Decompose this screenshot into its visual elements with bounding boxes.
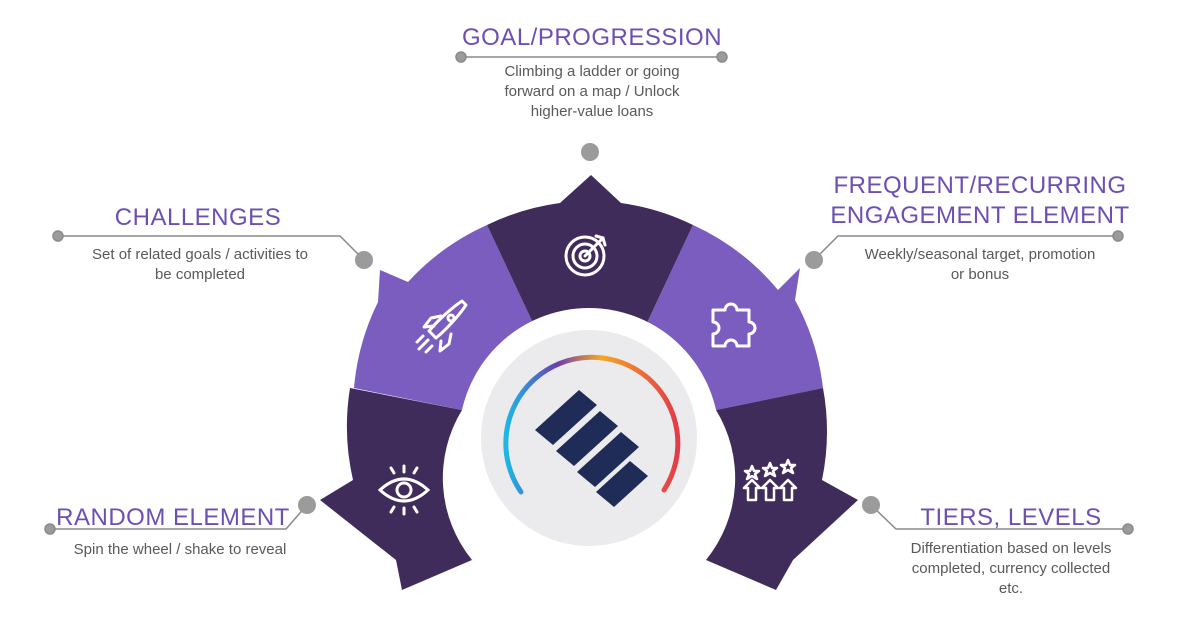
connector-goal xyxy=(455,51,728,161)
frequent-title: FREQUENT/RECURRING ENGAGEMENT ELEMENT xyxy=(830,171,1129,231)
challenges-description: Set of related goals / activities to be … xyxy=(92,245,308,285)
puzzle-piece-icon xyxy=(711,302,757,348)
challenges-desc-line-2: be completed xyxy=(154,266,246,283)
stars-arrows-icon xyxy=(742,458,798,502)
connector-tiers xyxy=(862,496,1134,535)
tiers-desc-line-1: Differentiation based on levels xyxy=(910,540,1112,557)
goal-title: GOAL/PROGRESSION xyxy=(462,26,722,50)
goal-desc-line-3: higher-value loans xyxy=(530,103,654,120)
challenges-title: CHALLENGES xyxy=(115,206,281,230)
frequent-desc-line-2: or bonus xyxy=(950,266,1010,283)
challenges-title-line: CHALLENGES xyxy=(114,204,282,231)
connector-random xyxy=(44,496,316,535)
tiers-desc-line-3: etc. xyxy=(998,580,1024,597)
frequent-desc-line-1: Weekly/seasonal target, promotion xyxy=(864,246,1096,263)
goal-title-line: GOAL/PROGRESSION xyxy=(461,24,723,51)
tiers-title-line: TIERS, LEVELS xyxy=(920,504,1102,531)
random-desc-line-1: Spin the wheel / shake to reveal xyxy=(73,541,287,558)
goal-desc-line-1: Climbing a ladder or going xyxy=(504,63,680,80)
progress-ring xyxy=(503,354,681,495)
rocket-icon xyxy=(415,299,468,354)
segment-frequent-recurring xyxy=(647,225,823,410)
frequent-description: Weekly/seasonal target, promotion or bon… xyxy=(865,245,1096,285)
connector-challenges xyxy=(52,230,373,269)
challenges-desc-line-1: Set of related goals / activities to xyxy=(92,246,308,263)
goal-desc-line-2: forward on a map / Unlock xyxy=(504,83,680,100)
frequent-title-line-1: FREQUENT/RECURRING xyxy=(833,172,1127,199)
eye-icon xyxy=(377,464,431,516)
connector-frequent xyxy=(805,230,1124,269)
goal-marker-dot xyxy=(581,143,599,161)
tiers-desc-line-2: completed, currency collected xyxy=(911,560,1111,577)
stripes-logo-icon xyxy=(535,390,648,507)
target-icon xyxy=(564,234,607,277)
tiers-description: Differentiation based on levels complete… xyxy=(911,539,1112,599)
random-title: RANDOM ELEMENT xyxy=(56,506,290,530)
goal-description: Climbing a ladder or going forward on a … xyxy=(504,62,679,122)
frequent-title-line-2: ENGAGEMENT ELEMENT xyxy=(830,202,1130,229)
random-description: Spin the wheel / shake to reveal xyxy=(74,540,287,560)
random-title-line: RANDOM ELEMENT xyxy=(56,504,290,531)
tiers-title: TIERS, LEVELS xyxy=(920,506,1101,530)
